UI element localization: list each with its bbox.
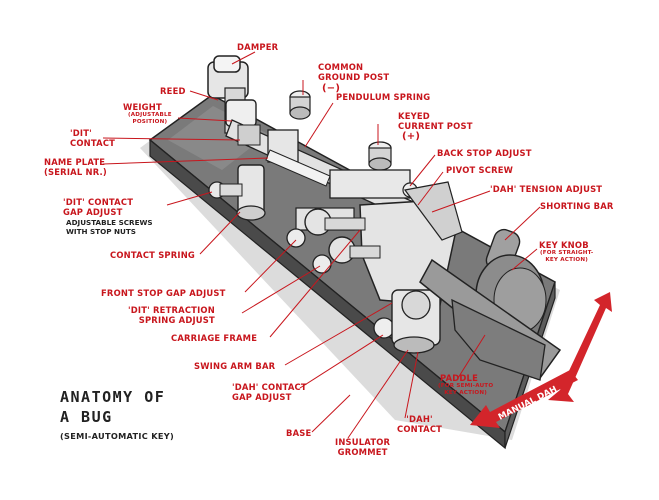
keyed-current-post-sign: (+) [402, 131, 421, 142]
carriage-frame-label: CARRIAGE FRAME [171, 333, 258, 343]
diagram-title-line2: A BUG [60, 408, 113, 426]
leader-lines [102, 51, 541, 439]
dit-retraction-spring-adjust-label: 'DIT' RETRACTION SPRING ADJUST [128, 305, 215, 325]
paddle-art [419, 258, 562, 381]
base-label: BASE [286, 428, 312, 438]
reed-label: REED [160, 86, 186, 96]
key-knob-note: (FOR STRAIGHT- KEY ACTION) [540, 250, 594, 263]
dah-tension-adjust-label: 'DAH' TENSION ADJUST [490, 184, 603, 194]
paddle-note: (FOR SEMI-AUTO KEY ACTION) [438, 383, 494, 396]
swing-arm-bar-label: SWING ARM BAR [194, 361, 276, 371]
dit-contact-screw [208, 164, 266, 221]
pendulum-spring-label: PENDULUM SPRING [336, 92, 431, 102]
diagram-subtitle: (SEMI-AUTOMATIC KEY) [60, 431, 175, 441]
keyed-post [368, 141, 392, 171]
common-ground-post-label: COMMON GROUND POST [318, 62, 390, 82]
contact-spring-label: CONTACT SPRING [110, 250, 196, 260]
paddle-label: PADDLE [440, 373, 479, 383]
diagram-title-line1: ANATOMY OF [60, 388, 166, 406]
dit-contact-gap-adjust-label: 'DIT' CONTACT GAP ADJUST [63, 197, 134, 217]
weight-note: (ADJUSTABLE POSITION) [128, 112, 172, 125]
weight-label: WEIGHT [123, 102, 162, 112]
dit-contact-label: 'DIT' CONTACT [70, 128, 116, 148]
damper-assembly [207, 55, 257, 134]
pivot-screw-label: PIVOT SCREW [446, 165, 514, 175]
dah-contact-art [373, 289, 441, 354]
back-stop-adjust-label: BACK STOP ADJUST [437, 148, 532, 158]
ground-post [289, 90, 311, 120]
shorting-bar-label: SHORTING BAR [540, 201, 614, 211]
name-plate-label: NAME PLATE (SERIAL NR.) [44, 157, 107, 177]
dah-contact-label: 'DAH' CONTACT [397, 414, 443, 434]
damper-label: DAMPER [237, 42, 279, 52]
key-knob-label: KEY KNOB [539, 240, 589, 250]
dah-contact-gap-adjust-label: 'DAH' CONTACT GAP ADJUST [232, 382, 307, 402]
common-ground-post-sign: (−) [322, 83, 341, 94]
front-screws [286, 208, 381, 274]
front-stop-gap-adjust-label: FRONT STOP GAP ADJUST [101, 288, 226, 298]
insulator-grommet-label: INSULATOR GROMMET [335, 437, 391, 457]
keyed-current-post-label: KEYED CURRENT POST [398, 111, 473, 131]
adjustable-screws-note: ADJUSTABLE SCREWS WITH STOP NUTS [66, 218, 153, 236]
